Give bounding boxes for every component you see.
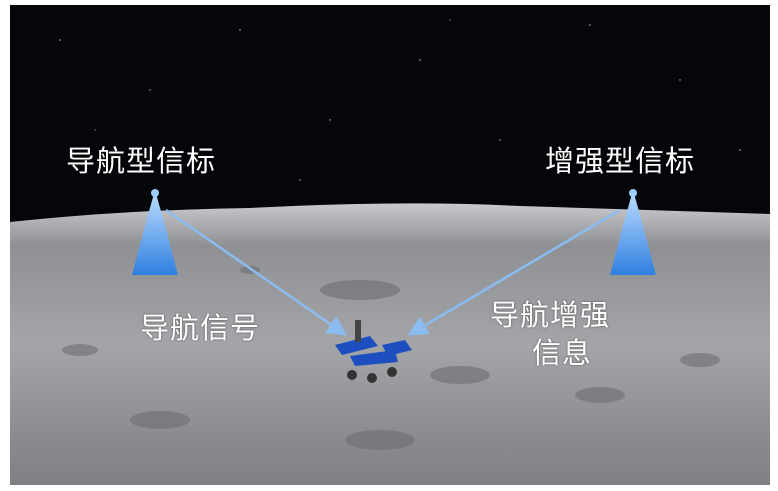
navigation-signal-label: 导航信号 (140, 311, 261, 345)
enhanced-beacon-label: 增强型信标 (545, 144, 696, 178)
navigation-beacon-label: 导航型信标 (66, 144, 217, 178)
enhanced-beacon-tower-icon (610, 189, 656, 275)
enhancement-info-arrow (407, 208, 621, 336)
navigation-signal-arrow (165, 208, 348, 336)
craters (62, 266, 720, 450)
lunar-rover-icon (335, 320, 412, 383)
navigation-enhancement-label-line2: 信息 (532, 336, 593, 370)
navigation-enhancement-label-line1: 导航增强 (490, 298, 611, 332)
stars (59, 19, 741, 181)
navigation-beacon-tower-icon (132, 189, 178, 275)
